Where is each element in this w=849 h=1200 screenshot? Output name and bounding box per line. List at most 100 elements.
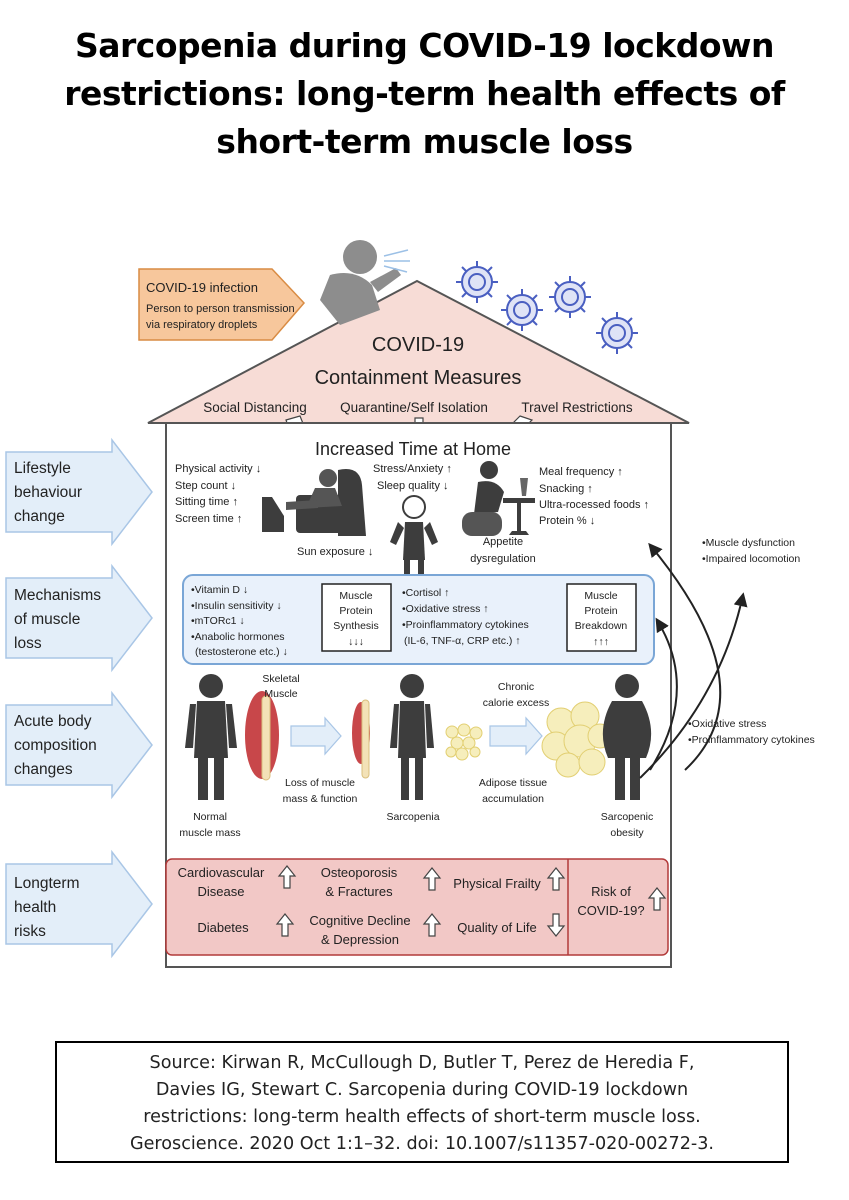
mechanism-right-list: •Cortisol ↑ •Oxidative stress ↑ •Proinfl… <box>402 587 529 647</box>
risk-cognitive-1: Cognitive Decline <box>309 913 410 928</box>
roof-title-line-1: COVID-19 <box>372 334 464 356</box>
normal-line-2: muscle mass <box>179 827 240 839</box>
measure-travel-restrictions: Travel Restrictions <box>521 400 633 415</box>
side-label: composition <box>14 737 97 754</box>
stressed-person-icon <box>390 495 438 578</box>
arrow-right-icon <box>290 716 342 756</box>
up-arrow-icon <box>647 887 667 911</box>
risk-cardio-1: Cardiovascular <box>178 865 265 880</box>
measure-social-distancing: Social Distancing <box>203 400 307 415</box>
feedback-arrow <box>648 542 722 771</box>
source-line: Davies IG, Stewart C. Sarcopenia during … <box>155 1080 689 1100</box>
synthesis-text: Muscle Protein Synthesis ↓↓↓ <box>333 590 379 648</box>
atrophied-muscle-icon <box>352 699 370 779</box>
source-line: Geroscience. 2020 Oct 1:1–32. doi: 10.10… <box>129 1134 715 1154</box>
skeletal-line-1: Skeletal <box>262 673 299 685</box>
virus-icon <box>501 289 543 331</box>
stress-item: Sleep quality ↓ <box>377 480 449 492</box>
adipose-line-1: Adipose tissue <box>479 777 547 789</box>
arrow-right-icon <box>489 716 543 756</box>
fat-cells-small-icon <box>445 723 483 761</box>
mechanism-item: •Proinflammatory cytokines <box>402 619 529 631</box>
obesity-line-1: Sarcopenic <box>601 811 654 823</box>
side-label: loss <box>14 635 42 652</box>
mechanism-item: •Anabolic hormones <box>191 631 285 643</box>
side-label: of muscle <box>14 611 80 628</box>
synthesis-line: Synthesis <box>333 620 379 632</box>
couch-person-icon <box>262 469 366 536</box>
up-arrow-icon <box>422 867 442 891</box>
eating-person-icon <box>462 461 535 536</box>
breakdown-box <box>566 583 637 652</box>
up-arrow-icon <box>275 913 295 937</box>
virus-icons <box>456 261 638 354</box>
activity-item: Step count ↓ <box>175 480 236 492</box>
side-label: changes <box>14 761 73 778</box>
side-arrow <box>5 849 153 959</box>
feedback-arrow <box>649 617 678 771</box>
risk-osteo-2: & Fractures <box>325 884 393 899</box>
source-line: Source: Kirwan R, McCullough D, Butler T… <box>149 1053 695 1073</box>
feedback-arrows <box>639 542 748 779</box>
mechanism-item: (testosterone etc.) ↓ <box>195 646 288 658</box>
title-line-2: restrictions: long-term health effects o… <box>64 74 785 113</box>
meals-list: Meal frequency ↑ Snacking ↑ Ultra-rocess… <box>539 466 649 527</box>
side-label: Lifestyle <box>14 460 71 477</box>
side-label: Mechanisms <box>14 587 101 604</box>
feedback-upper-2: •Impaired locomotion <box>702 553 800 565</box>
infographic-diagram: COVID-19 infection Person to person tran… <box>5 240 815 968</box>
up-arrow-icon <box>422 913 442 937</box>
title-line-3: short-term muscle loss <box>216 122 633 161</box>
loss-line-1: Loss of muscle <box>285 777 355 789</box>
obese-body-icon <box>602 674 652 800</box>
side-label: Acute body <box>14 713 92 730</box>
appetite-line-1: Appetite <box>483 536 523 548</box>
page-title: Sarcopenia during COVID-19 lockdown rest… <box>20 22 829 166</box>
fat-cells-large-icon <box>541 701 613 778</box>
infection-line-2: via respiratory droplets <box>146 319 258 331</box>
side-arrow <box>5 437 153 547</box>
side-label: change <box>14 508 65 525</box>
breakdown-line: Breakdown <box>575 620 628 632</box>
sarcopenia-body-icon <box>390 674 434 800</box>
appetite-line-2: dysregulation <box>470 553 535 565</box>
infection-line-1: Person to person transmission <box>146 303 295 315</box>
up-arrow-icon <box>277 865 297 889</box>
mechanisms-panel <box>182 574 655 665</box>
meal-item: Snacking ↑ <box>539 483 593 495</box>
virus-icon <box>549 276 591 318</box>
meal-item: Protein % ↓ <box>539 515 595 527</box>
breakdown-line: Muscle <box>584 590 617 602</box>
risk-labels: Cardiovascular Disease Osteoporosis & Fr… <box>178 865 645 947</box>
feedback-lower-2: •Proinflammatory cytokines <box>688 734 815 746</box>
risk-cardio-2: Disease <box>198 884 245 899</box>
down-arrow-icon <box>546 913 566 937</box>
risk-diabetes: Diabetes <box>197 920 249 935</box>
mechanism-left-list: •Vitamin D ↓ •Insulin sensitivity ↓ •mTO… <box>191 584 288 658</box>
side-arrow <box>5 690 153 800</box>
risk-frailty: Physical Frailty <box>453 876 541 891</box>
loss-line-2: mass & function <box>283 793 358 805</box>
side-arrow <box>5 563 153 673</box>
synthesis-line: ↓↓↓ <box>348 636 364 648</box>
risk-quality: Quality of Life <box>457 920 537 935</box>
side-label: health <box>14 899 56 916</box>
title-line-1: Sarcopenia during COVID-19 lockdown <box>75 26 775 65</box>
mechanism-item: •Oxidative stress ↑ <box>402 603 489 615</box>
source-citation: Source: Kirwan R, McCullough D, Butler T… <box>55 1041 789 1163</box>
risk-arrows <box>275 865 667 937</box>
meal-item: Ultra-rocessed foods ↑ <box>539 499 649 511</box>
obesity-line-2: obesity <box>610 827 644 839</box>
feedback-arrow <box>639 592 748 779</box>
stress-item: Stress/Anxiety ↑ <box>373 463 452 475</box>
breakdown-line: Protein <box>584 605 617 617</box>
activity-item: Sitting time ↑ <box>175 496 238 508</box>
mechanism-item: •mTORc1 ↓ <box>191 615 245 627</box>
virus-icon <box>596 312 638 354</box>
sarcopenia-label: Sarcopenia <box>386 811 439 823</box>
virus-icon <box>456 261 498 303</box>
sun-exposure: Sun exposure ↓ <box>297 546 373 558</box>
roof-title-line-2: Containment Measures <box>315 367 522 389</box>
side-label: Longterm <box>14 875 79 892</box>
mechanism-item: •Vitamin D ↓ <box>191 584 248 596</box>
